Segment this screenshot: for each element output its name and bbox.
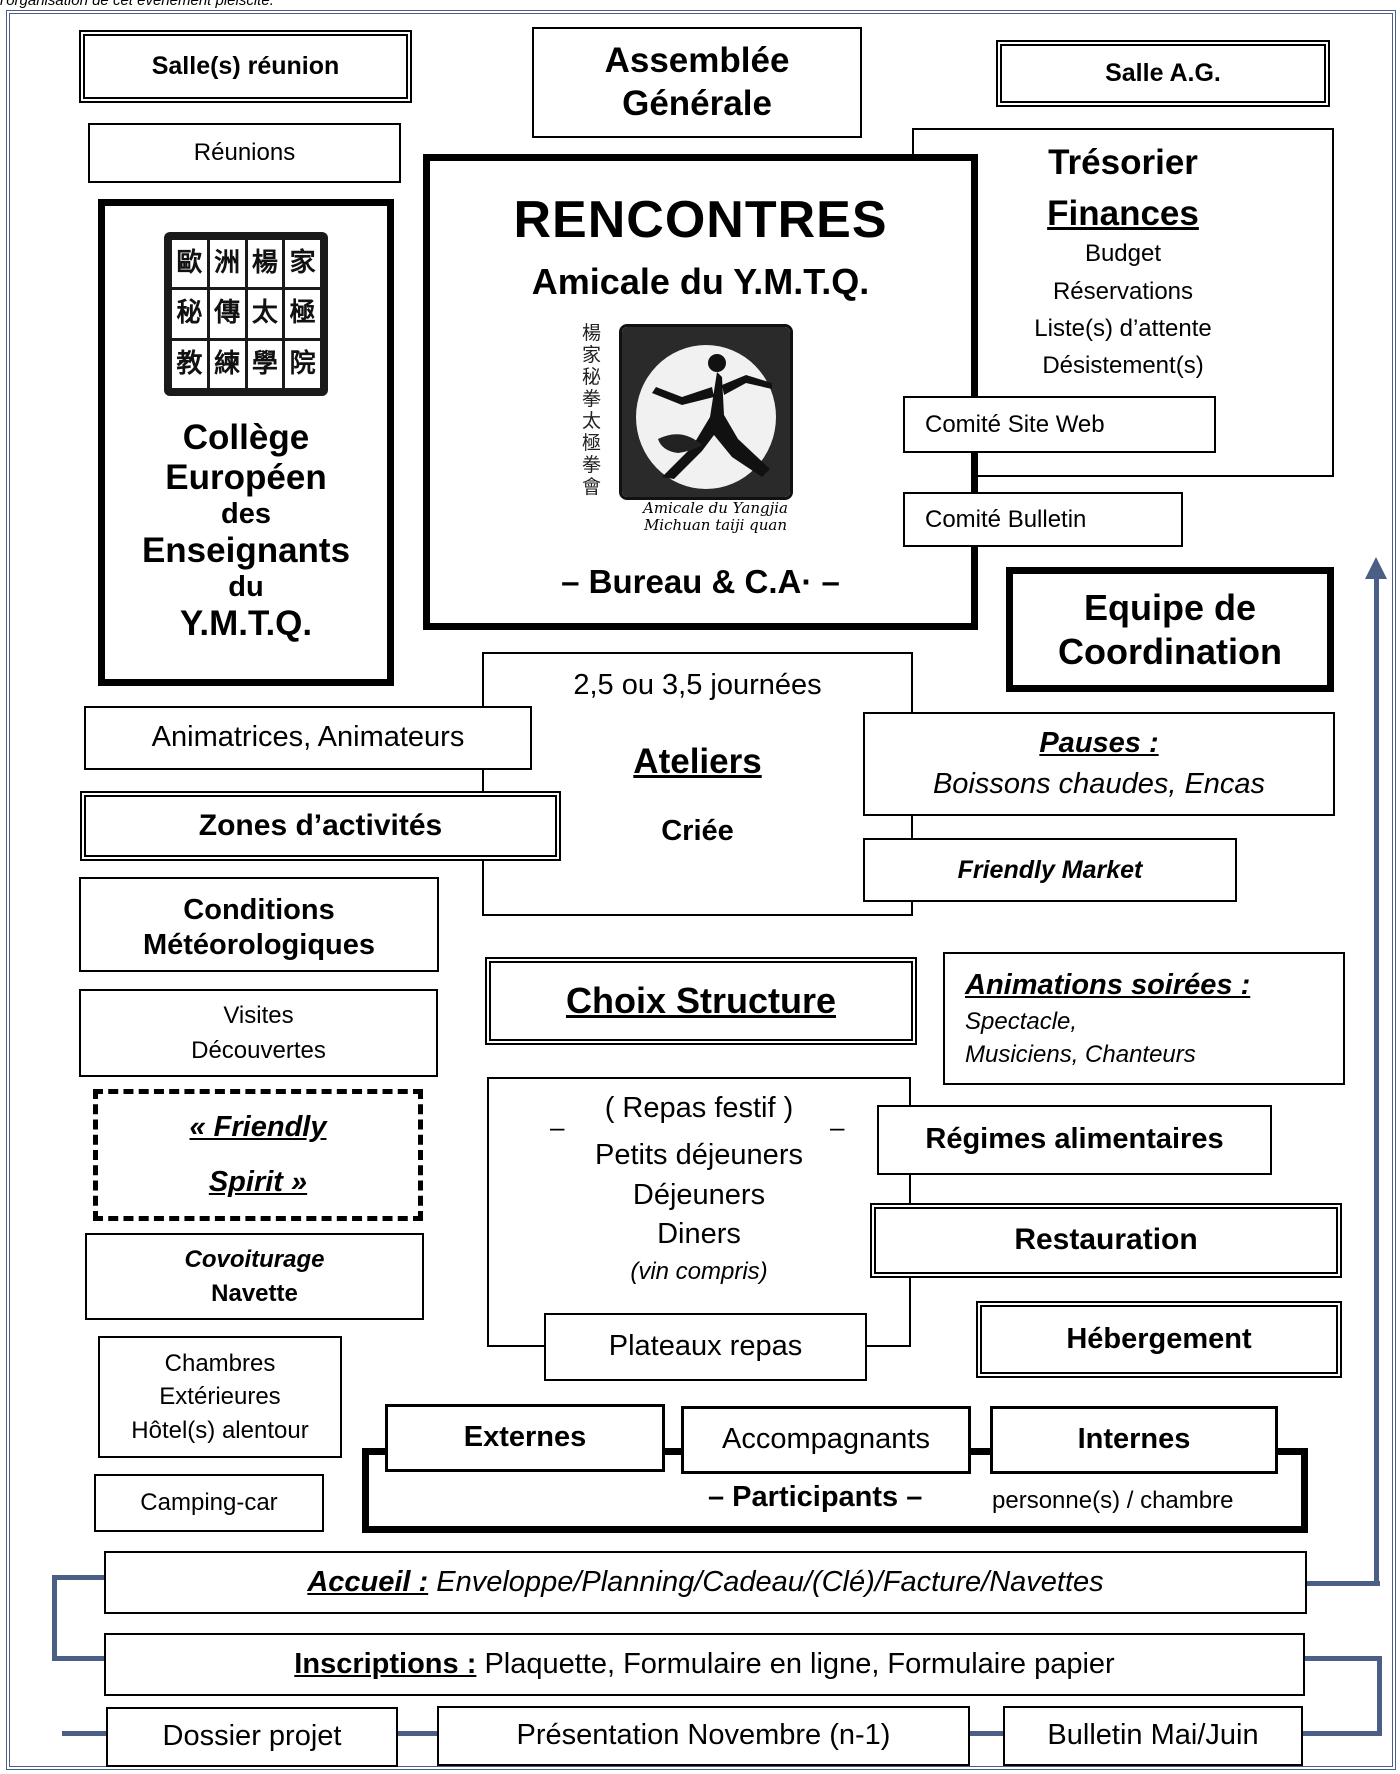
college-line: des — [221, 497, 271, 530]
flow-connector — [968, 1731, 1004, 1736]
friendly-market-box: Friendly Market — [863, 838, 1237, 902]
repas-item: Petits déjeuners — [595, 1139, 803, 1172]
inscriptions-label: Inscriptions : — [294, 1647, 477, 1680]
animations-line: Musiciens, Chanteurs — [965, 1041, 1196, 1069]
criee-label: Criée — [661, 815, 734, 848]
repas-dash-right: – — [830, 1112, 845, 1142]
repas-festif-label: ( Repas festif ) — [604, 1092, 794, 1124]
presentation-novembre-box: Présentation Novembre (n-1) — [437, 1706, 970, 1766]
college-line: Enseignants — [141, 530, 351, 570]
finances-item: Liste(s) d’attente — [1034, 314, 1212, 342]
accueil-box: Accueil : Enveloppe/Planning/Cadeau/(Clé… — [104, 1551, 1307, 1614]
animations-soirees-box: Animations soirées : Spectacle, Musicien… — [943, 952, 1345, 1085]
inscriptions-box: Inscriptions : Plaquette, Formulaire en … — [104, 1633, 1305, 1696]
hebergement-box: Hébergement — [976, 1301, 1342, 1378]
pauses-text: Boissons chaudes, Encas — [932, 768, 1266, 800]
pauses-box: Pauses : Boissons chaudes, Encas — [863, 712, 1335, 816]
assemblee-line-1: Assemblée — [604, 40, 790, 80]
page-frame — [6, 10, 1396, 1770]
covoiturage-box: Covoiturage Navette — [85, 1233, 424, 1320]
bureau-ca-label: – Bureau & C.A· – — [561, 563, 840, 601]
salle-ag-box: Salle A.G. — [996, 40, 1330, 107]
flow-connector — [1377, 1656, 1382, 1736]
accompagnants-box: Accompagnants — [681, 1406, 971, 1474]
flow-connector — [52, 1575, 57, 1660]
flow-connector — [396, 1731, 438, 1736]
rencontres-subtitle: Amicale du Y.M.T.Q. — [531, 261, 870, 303]
finances-item: Budget — [1084, 240, 1162, 268]
pauses-title: Pauses : — [1039, 726, 1159, 759]
regimes-alimentaires-box: Régimes alimentaires — [877, 1105, 1272, 1175]
visites-box: Visites Découvertes — [79, 989, 438, 1077]
repas-dash-left: – — [550, 1112, 565, 1142]
dossier-projet-box: Dossier projet — [106, 1707, 398, 1767]
finances-item: Réservations — [1052, 277, 1194, 305]
camping-car-box: Camping-car — [94, 1474, 324, 1532]
college-line: Y.M.T.Q. — [179, 603, 313, 643]
ateliers-box: 2,5 ou 3,5 journées Ateliers Criée — [482, 652, 913, 916]
assemblee-line-2: Générale — [622, 83, 772, 123]
comite-bulletin-box: Comité Bulletin — [903, 492, 1183, 547]
ateliers-title: Ateliers — [633, 742, 762, 782]
college-seal-logo: 歐洲楊家 秘傳太極 教練學院 — [164, 232, 328, 396]
externes-box: Externes — [385, 1404, 665, 1472]
tresorier-title: Trésorier — [1048, 143, 1198, 182]
covoiturage-label: Covoiturage — [184, 1246, 325, 1274]
zones-activites-box: Zones d’activités — [80, 791, 561, 861]
animateurs-box: Animatrices, Animateurs — [84, 706, 532, 770]
reunions-box: Réunions — [88, 123, 401, 183]
flow-connector — [62, 1731, 106, 1736]
flow-connector — [52, 1575, 104, 1580]
accueil-label: Accueil : — [307, 1565, 429, 1598]
logo-caption: Amicale du Yangjia Michuan taiji quan — [642, 499, 788, 535]
finances-item: Désistement(s) — [1042, 352, 1204, 380]
finances-title: Finances — [1047, 193, 1199, 233]
college-line: Européen — [165, 457, 327, 497]
repas-item: Diners — [657, 1218, 741, 1251]
college-line: Collège — [182, 418, 310, 457]
participants-label: – Participants – — [708, 1481, 923, 1513]
arrow-up-icon — [1365, 557, 1387, 579]
comite-site-web-box: Comité Site Web — [903, 396, 1216, 453]
conditions-meteo-box: Conditions Météorologiques — [79, 877, 439, 972]
choix-structure-box: Choix Structure — [485, 957, 917, 1045]
flow-connector — [1304, 1656, 1382, 1661]
accueil-text: Enveloppe/Planning/Cadeau/(Clé)/Facture/… — [436, 1565, 1104, 1598]
flow-connector — [1374, 575, 1379, 1586]
rencontres-box: RENCONTRES Amicale du Y.M.T.Q. 楊家秘拳太極拳會 … — [423, 154, 978, 630]
college-europeen-box: 歐洲楊家 秘傳太極 教練學院 Collège Européen des Ense… — [98, 199, 394, 686]
friendly-spirit-box: « Friendly Spirit » — [93, 1089, 423, 1221]
amicale-logo: 楊家秘拳太極拳會 Amicale du Yangjia Michuan taij… — [581, 318, 821, 548]
college-line: du — [228, 570, 264, 603]
flow-connector — [52, 1656, 104, 1661]
navette-label: Navette — [211, 1279, 298, 1307]
flow-connector — [1302, 1731, 1382, 1736]
taiji-figure-image — [618, 324, 793, 501]
header-text: l'organisation de cet événement pléiscit… — [0, 0, 274, 9]
animations-line: Spectacle, — [965, 1007, 1078, 1035]
animations-title: Animations soirées : — [965, 968, 1251, 1001]
chambres-exterieures-box: Chambres Extérieures Hôtel(s) alentour — [98, 1336, 342, 1458]
repas-item: Déjeuners — [632, 1178, 766, 1211]
inscriptions-text: Plaquette, Formulaire en ligne, Formulai… — [484, 1647, 1115, 1680]
duration-label: 2,5 ou 3,5 journées — [573, 669, 822, 701]
salles-reunion-box: Salle(s) réunion — [79, 30, 412, 103]
restauration-box: Restauration — [870, 1203, 1342, 1278]
internes-box: Internes — [990, 1406, 1278, 1474]
bulletin-mai-juin-box: Bulletin Mai/Juin — [1003, 1706, 1303, 1766]
personnes-chambre-label: personne(s) / chambre — [992, 1487, 1234, 1514]
assemblee-generale-box: Assemblée Générale — [532, 27, 862, 138]
plateaux-repas-box: Plateaux repas — [544, 1313, 867, 1381]
repas-box: ( Repas festif ) Petits déjeuners Déjeun… — [487, 1077, 911, 1347]
calligraphy-vertical: 楊家秘拳太極拳會 — [581, 322, 601, 499]
rencontres-title: RENCONTRES — [513, 191, 888, 249]
flow-connector — [1304, 1581, 1380, 1586]
equipe-coordination-box: Equipe de Coordination — [1006, 567, 1334, 692]
vin-compris-label: (vin compris) — [630, 1257, 768, 1285]
